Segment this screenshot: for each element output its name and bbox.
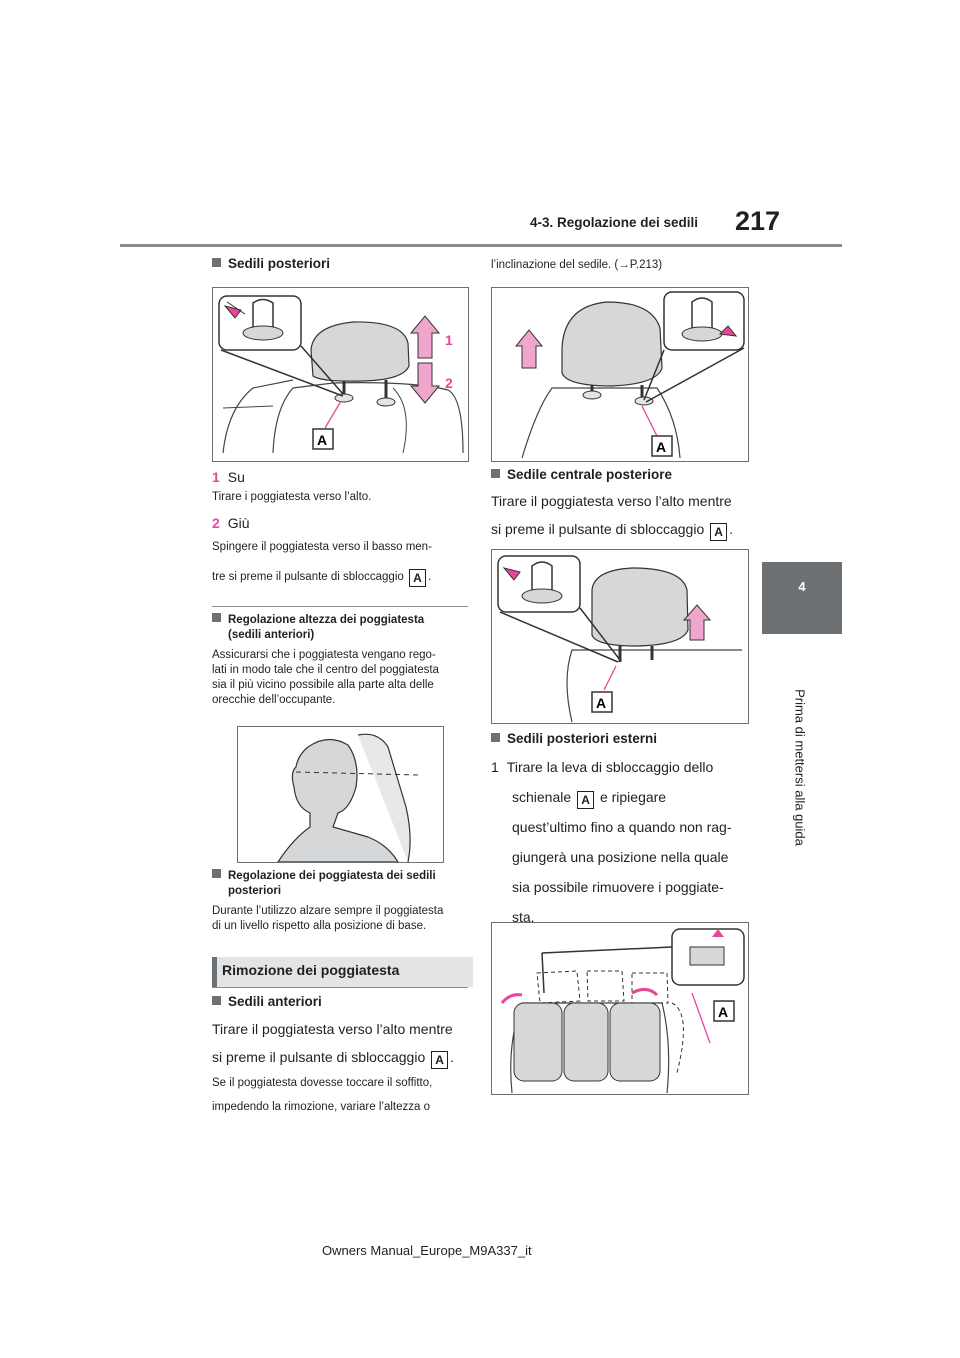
chapter-tab: 4	[762, 562, 842, 634]
figure-rear-headrest-adjust: 1 2 A	[212, 287, 469, 462]
center-headrest-illustration: A	[497, 555, 742, 723]
front-height-text: Assicurarsi che i poggiatesta vengano re…	[212, 649, 439, 706]
section-header-box	[212, 957, 473, 987]
chapter-title: Prima di mettersi alla guida	[792, 689, 808, 846]
bullet-square-icon	[212, 258, 221, 267]
fig-label-a: A	[317, 432, 327, 448]
front-headrest-illustration: A	[514, 291, 745, 459]
note-line-1: Se il poggiatesta dovesse toccare il sof…	[212, 1077, 433, 1089]
figure-front-headrest-remove: A	[491, 287, 749, 462]
center-seat-heading: Sedile centrale posteriore	[491, 467, 672, 482]
header-rule	[120, 244, 842, 247]
fig-label-1: 1	[445, 332, 453, 348]
page-number: 217	[735, 206, 781, 236]
outer-seats-heading: Sedili posteriori esterni	[491, 731, 657, 746]
ref-a-badge: A	[710, 523, 728, 541]
front-seats-text-2: si preme il pulsante di sblocc­aggio A.	[212, 1049, 455, 1069]
figure-center-headrest: A	[491, 549, 749, 724]
outer-step-line-3: quest’ultimo fino a quando non rag-	[512, 819, 732, 835]
front-seats-heading: Sedili anteriori	[212, 994, 322, 1009]
rear-headrest-illustration: 1 2 A	[218, 295, 464, 454]
outer-seats-illustration: A	[500, 928, 745, 1094]
step-2-desc-1: Spingere il poggiatesta verso il basso m…	[212, 541, 432, 553]
front-seats-text-1: Tirare il poggiatesta verso l’alto mentr…	[212, 1021, 453, 1037]
step-2-desc-2: tre si preme il pulsante di sblocc­aggio…	[212, 569, 432, 587]
occupant-illustration	[276, 733, 419, 863]
fig-label-a: A	[656, 439, 666, 455]
section-divider	[212, 987, 468, 988]
footer-manual-id: Owners Manual_Europe_M9A337_it	[322, 1243, 532, 1258]
outer-step-line-5: sia possibile rimuovere i poggiate-	[512, 879, 724, 895]
step-1-desc: Tirare i poggiatesta verso l’alto.	[212, 491, 372, 503]
rear-seats-heading: Sedili posteriori	[212, 256, 330, 271]
figure-outer-seats: A	[491, 922, 749, 1095]
note-line-2: impedendo la rimozione, variare l’altezz…	[212, 1101, 430, 1113]
fig-label-2: 2	[445, 375, 453, 391]
front-height-heading: Regolazione altezza dei poggiatesta(sedi…	[212, 613, 424, 643]
ref-a-badge: A	[577, 791, 595, 809]
outer-step-line-4: giungerà una posizione nella quale	[512, 849, 729, 865]
note-continuation: l’inclinazione del sedile. (→P.213)	[491, 259, 663, 271]
divider	[212, 606, 468, 607]
section-title: Rimozione dei poggiatesta	[222, 962, 400, 978]
center-text-2: si preme il pulsante di sblocc­aggio A.	[491, 521, 734, 541]
center-text-1: Tirare il poggiatesta verso l’alto mentr…	[491, 493, 732, 509]
ref-a-badge: A	[408, 569, 426, 587]
fig-label-a: A	[718, 1004, 728, 1020]
outer-step-line-6: sta.	[512, 909, 535, 925]
fig-label-a: A	[596, 695, 606, 711]
rear-adjust-text: Durante l’utilizzo alzare sempre il pogg…	[212, 905, 444, 932]
outer-step-line-2: schienale A e ripiegare	[512, 789, 667, 809]
header-section-title: 4-3. Regolazione dei sedili	[530, 215, 699, 230]
ref-a-badge: A	[431, 1051, 449, 1069]
figure-occupant-head	[237, 726, 444, 863]
